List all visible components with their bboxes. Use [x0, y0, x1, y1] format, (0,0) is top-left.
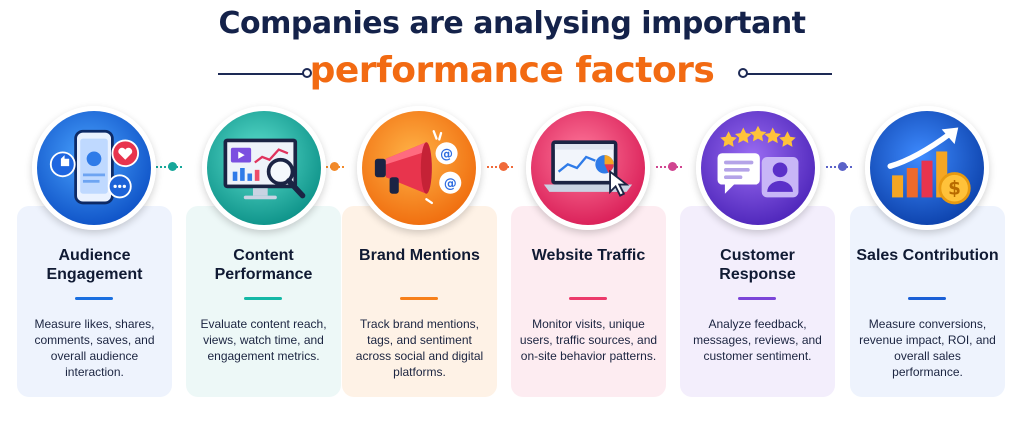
card-content-performance: Content Performance Evaluate content rea…	[186, 206, 341, 397]
card-description: Track brand mentions, tags, and sentimen…	[355, 317, 484, 379]
card-description: Measure likes, shares, comments, saves, …	[34, 317, 155, 379]
card-accent-bar	[400, 297, 438, 300]
svg-text:$: $	[948, 179, 961, 200]
page-title-line1: Companies are analysing important	[218, 6, 806, 41]
card-title: Content Performance	[214, 247, 313, 283]
page-title-line2: performance factors	[309, 50, 715, 91]
megaphone-icon: @ @	[357, 106, 481, 230]
card-accent-bar	[738, 297, 776, 300]
laptop-chart-icon	[526, 106, 650, 230]
card-description: Measure conversions, revenue impact, ROI…	[859, 317, 996, 379]
card-accent-bar	[908, 297, 946, 300]
title-decoration-left-line	[218, 73, 304, 75]
growth-coin-icon: $	[865, 106, 989, 230]
review-stars-icon	[696, 106, 820, 230]
title-decoration-right-dot	[738, 68, 748, 78]
card-title: Audience Engagement	[46, 247, 143, 283]
phone-social-icon	[32, 106, 156, 230]
card-sales-contribution: Sales Contribution Measure conversions, …	[850, 206, 1005, 397]
card-customer-response: Customer Response Analyze feedback, mess…	[680, 206, 835, 397]
card-accent-bar	[75, 297, 113, 300]
card-title: Website Traffic	[531, 247, 646, 264]
monitor-analytics-icon	[202, 106, 326, 230]
connector-dot-3	[499, 162, 508, 171]
card-title: Sales Contribution	[856, 247, 999, 264]
connector-dot-5	[838, 162, 847, 171]
connector-dot-4	[668, 162, 677, 171]
card-description: Analyze feedback, messages, reviews, and…	[693, 317, 822, 363]
card-website-traffic: Website Traffic Monitor visits, unique u…	[511, 206, 666, 397]
svg-text:@: @	[440, 147, 453, 162]
title-decoration-left-dot	[302, 68, 312, 78]
svg-text:@: @	[444, 176, 457, 191]
card-accent-bar	[569, 297, 607, 300]
card-brand-mentions: Brand Mentions Track brand mentions, tag…	[342, 206, 497, 397]
title-decoration-right-line	[746, 73, 832, 75]
card-audience-engagement: Audience Engagement Measure likes, share…	[17, 206, 172, 397]
card-title: Brand Mentions	[359, 247, 480, 264]
card-description: Monitor visits, unique users, traffic so…	[519, 317, 658, 363]
connector-dot-1	[168, 162, 177, 171]
connector-dot-2	[330, 162, 339, 171]
card-title: Customer Response	[719, 247, 796, 283]
card-description: Evaluate content reach, views, watch tim…	[200, 317, 327, 363]
card-accent-bar	[244, 297, 282, 300]
